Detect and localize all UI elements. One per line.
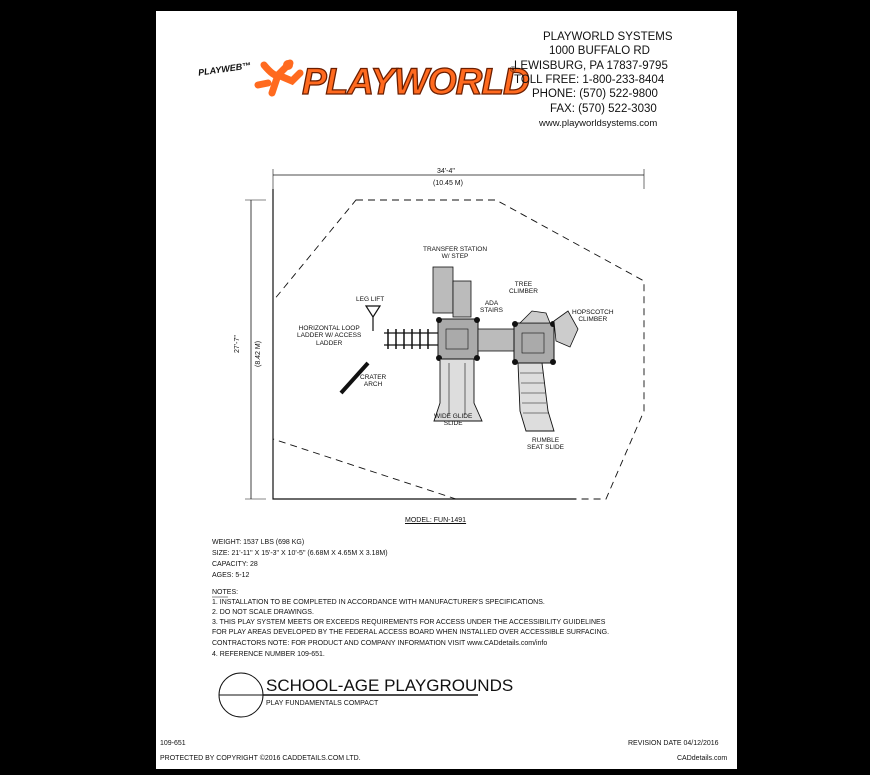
- drawing-sheet: PLAYWEB™ PLAYWORLD ® PLAYWORLD SYSTEMS 1…: [156, 11, 737, 769]
- height-dimension: 27'-7": [234, 335, 241, 353]
- note-4: 4. REFERENCE NUMBER 109-651.: [212, 651, 325, 658]
- label-hopscotch-climber: HOPSCOTCH CLIMBER: [572, 309, 614, 324]
- copyright: PROTECTED BY COPYRIGHT ©2016 CADDETAILS.…: [160, 755, 361, 762]
- brand-logo-text: PLAYWORLD: [301, 61, 530, 102]
- note-3: 3. THIS PLAY SYSTEM MEETS OR EXCEEDS REQ…: [212, 619, 606, 626]
- spec-ages: AGES: 5-12: [212, 572, 250, 579]
- label-horizontal-loop-ladder: HORIZONTAL LOOP LADDER W/ ACCESS LADDER: [297, 325, 362, 347]
- plan-drawing: [212, 169, 645, 718]
- spec-size: SIZE: 21'-11" X 15'-3" X 10'-5" (6.68M X…: [212, 550, 388, 557]
- label-transfer-station: TRANSFER STATION W/ STEP: [423, 246, 488, 261]
- company-address: 1000 BUFFALO RD: [549, 45, 650, 57]
- company-phone: PHONE: (570) 522-9800: [532, 88, 658, 100]
- height-dimension-metric: (8.42 M): [255, 340, 262, 367]
- notes-heading: NOTES:: [212, 589, 239, 596]
- footer-site: CADdetails.com: [677, 755, 728, 762]
- note-2: 2. DO NOT SCALE DRAWINGS.: [212, 609, 314, 616]
- company-fax: FAX: (570) 522-3030: [550, 103, 657, 115]
- company-toll-free: TOLL FREE: 1-800-233-8404: [514, 74, 665, 86]
- spec-capacity: CAPACITY: 28: [212, 561, 258, 568]
- runner-icon: [254, 59, 304, 97]
- label-leg-lift: LEG LIFT: [356, 296, 385, 303]
- drawing-subtitle: PLAY FUNDAMENTALS COMPACT: [266, 700, 379, 707]
- revision-date: REVISION DATE 04/12/2016: [628, 740, 719, 747]
- label-tree-climber: TREE CLIMBER: [509, 281, 538, 296]
- model-number: MODEL: FUN-1491: [405, 517, 467, 524]
- label-rumble-seat-slide: RUMBLE SEAT SLIDE: [527, 437, 564, 452]
- width-dimension-metric: (10.45 M): [433, 180, 463, 187]
- note-3-cont: FOR PLAY AREAS DEVELOPED BY THE FEDERAL …: [212, 629, 610, 636]
- note-3-contractor: CONTRACTORS NOTE: FOR PRODUCT AND COMPAN…: [212, 640, 548, 647]
- company-city: LEWISBURG, PA 17837-9795: [514, 60, 668, 72]
- width-dimension: 34'-4": [437, 168, 455, 175]
- label-wide-glide-slide: WIDE GLIDE SLIDE: [434, 413, 473, 428]
- registered-mark: ®: [510, 65, 516, 74]
- company-name: PLAYWORLD SYSTEMS: [543, 31, 673, 43]
- label-ada-stairs: ADA STAIRS: [480, 300, 503, 315]
- label-crater-arch: CRATER ARCH: [360, 374, 387, 389]
- note-1: 1. INSTALLATION TO BE COMPLETED IN ACCOR…: [212, 599, 545, 606]
- footer-ref: 109-651: [160, 740, 186, 747]
- spec-weight: WEIGHT: 1537 LBS (698 KG): [212, 539, 305, 546]
- drawing-title: SCHOOL-AGE PLAYGROUNDS: [266, 676, 514, 695]
- company-website: www.playworldsystems.com: [539, 118, 658, 129]
